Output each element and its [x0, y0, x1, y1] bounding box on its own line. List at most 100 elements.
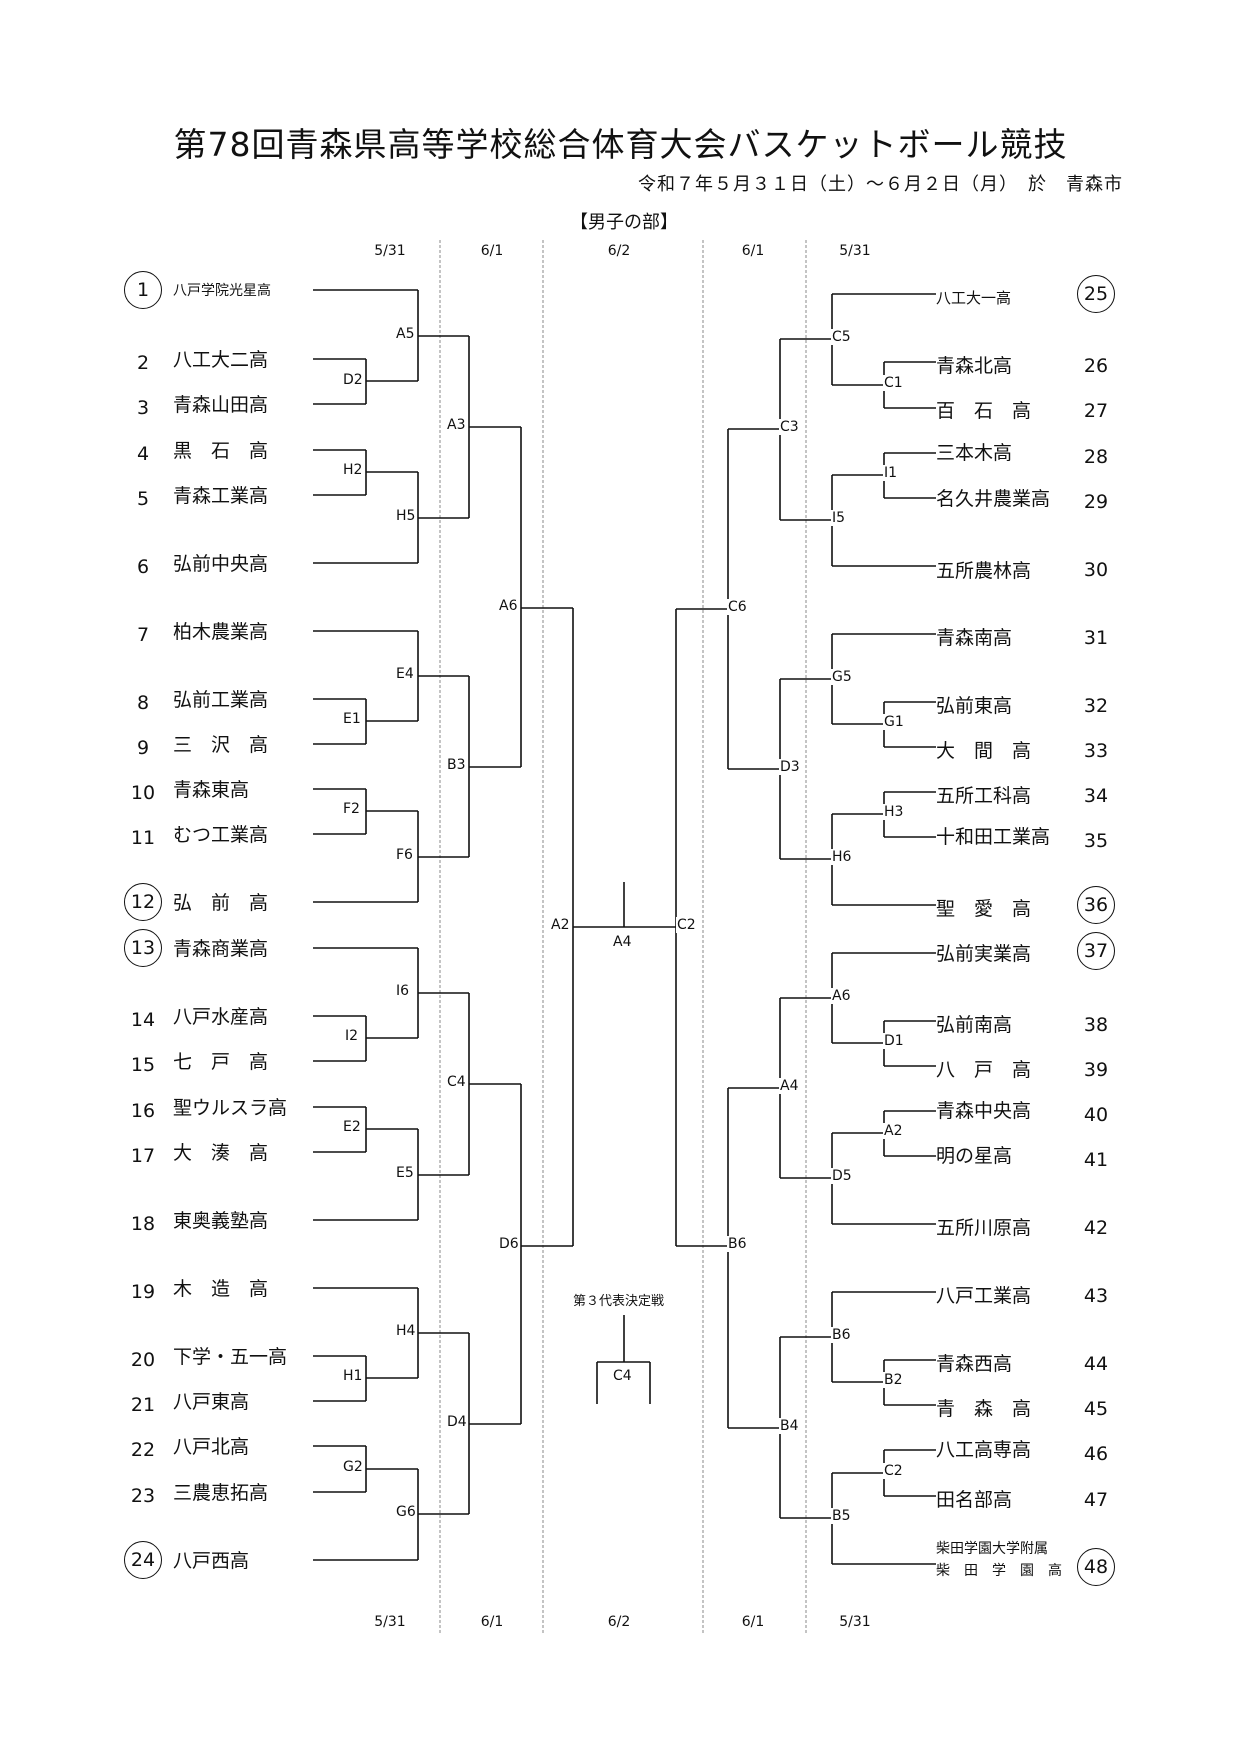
team-number: 26 [1083, 355, 1109, 377]
team-name: 青森北高 [936, 355, 1013, 377]
team-number: 20 [130, 1349, 156, 1371]
match-label: E1 [342, 711, 362, 727]
team-name: 八工大一高 [936, 289, 1012, 307]
date-header-right-round2: 6/1 [741, 243, 765, 259]
match-label: A2 [550, 917, 571, 933]
date-header-left-round2: 6/1 [480, 243, 504, 259]
date-footer-final: 6/2 [607, 1614, 631, 1630]
seed-circle [1077, 1548, 1115, 1586]
match-label: H2 [342, 462, 364, 478]
team-number: 34 [1083, 785, 1109, 807]
team-number: 9 [136, 737, 150, 759]
team-number: 4 [136, 443, 150, 465]
team-number: 30 [1083, 559, 1109, 581]
match-label: I6 [395, 983, 411, 999]
team-name: 八戸西高 [173, 1550, 250, 1572]
match-label: E2 [342, 1119, 362, 1135]
team-name: 青 森 高 [936, 1398, 1032, 1420]
team-name: 黒 石 高 [173, 440, 269, 462]
team-name: 東奥義塾高 [173, 1210, 269, 1232]
match-label: H5 [395, 508, 417, 524]
team-name: 五所川原高 [936, 1217, 1032, 1239]
match-label: D2 [342, 372, 364, 388]
match-label: D1 [883, 1033, 905, 1049]
match-label: I2 [344, 1028, 360, 1044]
match-label: C6 [727, 599, 748, 615]
team-number: 45 [1083, 1398, 1109, 1420]
team-name: 五所農林高 [936, 560, 1032, 582]
team-name: 弘前中央高 [173, 553, 269, 575]
team-number: 18 [130, 1213, 156, 1235]
team-number: 7 [136, 624, 150, 646]
team-number: 39 [1083, 1059, 1109, 1081]
date-footer-left-round1: 5/31 [374, 1614, 406, 1630]
match-label: D3 [779, 759, 801, 775]
team-number: 40 [1083, 1104, 1109, 1126]
team-number: 33 [1083, 740, 1109, 762]
seed-circle [1077, 275, 1115, 313]
team-name: 八戸水産高 [173, 1006, 269, 1028]
match-label: G2 [342, 1459, 364, 1475]
seed-circle [124, 883, 162, 921]
team-name: 百 石 高 [936, 400, 1032, 422]
match-label: C1 [883, 375, 904, 391]
team-number: 44 [1083, 1353, 1109, 1375]
match-label: B3 [446, 757, 467, 773]
team-number: 27 [1083, 400, 1109, 422]
team-name: 三農恵拓高 [173, 1482, 269, 1504]
team-number: 28 [1083, 446, 1109, 468]
team-number: 13 [130, 937, 156, 959]
match-label: I1 [883, 465, 899, 481]
division-label: 【男子の部】 [570, 212, 678, 233]
team-number: 35 [1083, 830, 1109, 852]
match-label: D4 [446, 1414, 468, 1430]
date-header-final: 6/2 [607, 243, 631, 259]
final-match-label: A4 [612, 934, 633, 950]
team-number: 6 [136, 556, 150, 578]
team-name: 八工高専高 [936, 1439, 1032, 1461]
team-name: 青森南高 [936, 627, 1013, 649]
team-number: 10 [130, 782, 156, 804]
match-label: A3 [446, 417, 467, 433]
team-name: 十和田工業高 [936, 826, 1051, 848]
team-name: 弘前実業高 [936, 943, 1032, 965]
team-number: 47 [1083, 1489, 1109, 1511]
team-name: 三 沢 高 [173, 734, 269, 756]
team-name: 聖 愛 高 [936, 898, 1032, 920]
match-label: F2 [342, 801, 361, 817]
team-number: 41 [1083, 1149, 1109, 1171]
match-label: C2 [883, 1463, 904, 1479]
match-label: B2 [883, 1372, 904, 1388]
date-footer-left-round2: 6/1 [480, 1614, 504, 1630]
team-number: 25 [1083, 283, 1109, 305]
match-label: G5 [831, 669, 853, 685]
match-label: H4 [395, 1323, 417, 1339]
match-label: C3 [779, 419, 800, 435]
team-number: 31 [1083, 627, 1109, 649]
team-name: 八戸東高 [173, 1391, 250, 1413]
team-name-line2: 柴 田 学 園 高 [936, 1563, 1062, 1579]
team-number: 38 [1083, 1014, 1109, 1036]
day-dividers [439, 240, 807, 1635]
team-number: 17 [130, 1145, 156, 1167]
team-name: むつ工業高 [173, 824, 269, 846]
team-name: 八工大二高 [173, 349, 269, 371]
team-number: 21 [130, 1394, 156, 1416]
team-name: 大 間 高 [936, 740, 1032, 762]
match-label: C5 [831, 329, 852, 345]
team-name: 青森工業高 [173, 485, 269, 507]
team-number: 36 [1083, 894, 1109, 916]
match-label: A6 [831, 988, 852, 1004]
seed-circle [124, 1541, 162, 1579]
team-name: 弘前東高 [936, 695, 1013, 717]
team-name: 下学・五一高 [173, 1346, 288, 1368]
team-name: 弘前工業高 [173, 689, 269, 711]
match-label: C4 [446, 1074, 467, 1090]
team-number: 2 [136, 352, 150, 374]
team-name: 八 戸 高 [936, 1059, 1032, 1081]
team-number: 11 [130, 827, 156, 849]
team-name: 木 造 高 [173, 1278, 269, 1300]
team-name: 五所工科高 [936, 785, 1032, 807]
team-name: 七 戸 高 [173, 1051, 269, 1073]
team-name: 青森山田高 [173, 394, 269, 416]
